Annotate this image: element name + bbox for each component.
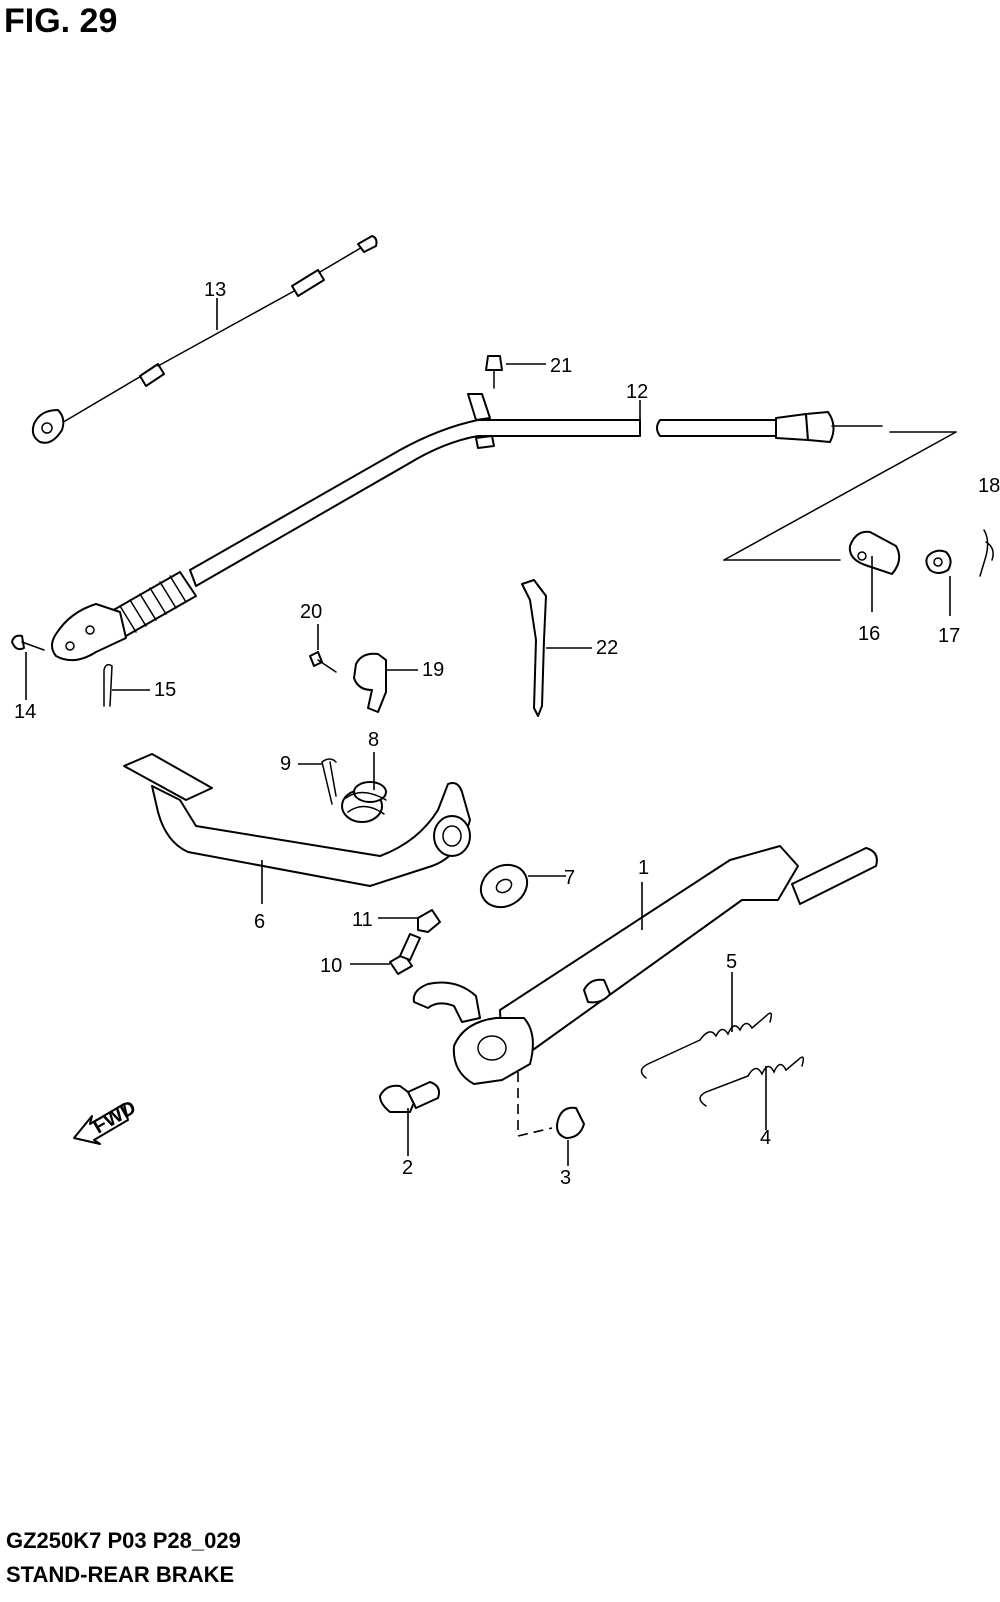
figure-title: FIG. 29 bbox=[4, 2, 118, 40]
callout-11: 11 bbox=[352, 909, 373, 931]
part-13-cable bbox=[31, 235, 378, 444]
callout-8: 8 bbox=[368, 729, 379, 751]
callout-12: 12 bbox=[626, 381, 648, 403]
part-7-washer bbox=[479, 863, 529, 909]
callout-18: 18 bbox=[978, 475, 1000, 497]
callout-19: 19 bbox=[422, 659, 444, 681]
callout-21: 21 bbox=[550, 355, 572, 377]
callout-2: 2 bbox=[402, 1157, 413, 1179]
part-1-side-stand bbox=[412, 845, 878, 1085]
part-8-spring bbox=[341, 781, 387, 823]
fwd-arrow-icon: FWD bbox=[73, 1097, 140, 1145]
callout-4: 4 bbox=[760, 1127, 771, 1149]
part-20-bolt bbox=[309, 651, 337, 673]
callout-6: 6 bbox=[254, 911, 265, 933]
part-9-cotter-pin bbox=[321, 758, 337, 805]
callout-15: 15 bbox=[154, 679, 176, 701]
part-16-pin bbox=[848, 530, 901, 575]
callout-13: 13 bbox=[204, 279, 226, 301]
part-10-bolt bbox=[389, 933, 421, 975]
callout-labels: 1 2 3 4 5 6 7 8 9 10 11 12 13 14 15 16 1… bbox=[14, 279, 1000, 1189]
detail-outline bbox=[723, 431, 957, 561]
part-4-spring bbox=[699, 1056, 805, 1107]
part-5-spring bbox=[640, 1012, 773, 1079]
model-code: GZ250K7 P03 P28_029 bbox=[6, 1528, 241, 1553]
callout-22: 22 bbox=[596, 637, 618, 659]
part-3-nut bbox=[556, 1106, 585, 1139]
part-12-cable bbox=[51, 393, 883, 662]
callout-14: 14 bbox=[14, 701, 36, 723]
part-6-brake-pedal bbox=[123, 753, 471, 887]
leader-lines bbox=[25, 298, 951, 1166]
callout-16: 16 bbox=[858, 623, 880, 645]
callout-10: 10 bbox=[320, 955, 342, 977]
callout-9: 9 bbox=[280, 753, 291, 775]
part-17-nut bbox=[925, 549, 952, 574]
callout-20: 20 bbox=[300, 601, 322, 623]
fwd-label: FWD bbox=[90, 1097, 140, 1139]
callout-3: 3 bbox=[560, 1167, 571, 1189]
part-11-nut bbox=[417, 909, 441, 933]
part-14-pin bbox=[11, 634, 45, 651]
part-21-bolt bbox=[485, 355, 503, 389]
part-19-bracket bbox=[353, 652, 387, 713]
part-2-bolt bbox=[379, 1081, 440, 1113]
callout-1: 1 bbox=[638, 857, 649, 879]
callout-7: 7 bbox=[564, 867, 575, 889]
callout-5: 5 bbox=[726, 951, 737, 973]
callout-17: 17 bbox=[938, 625, 960, 647]
section-title: STAND-REAR BRAKE bbox=[6, 1562, 235, 1587]
part-15-cotter-pin bbox=[103, 663, 113, 707]
part-18-clip bbox=[979, 529, 994, 577]
part-22-tie bbox=[521, 579, 547, 717]
